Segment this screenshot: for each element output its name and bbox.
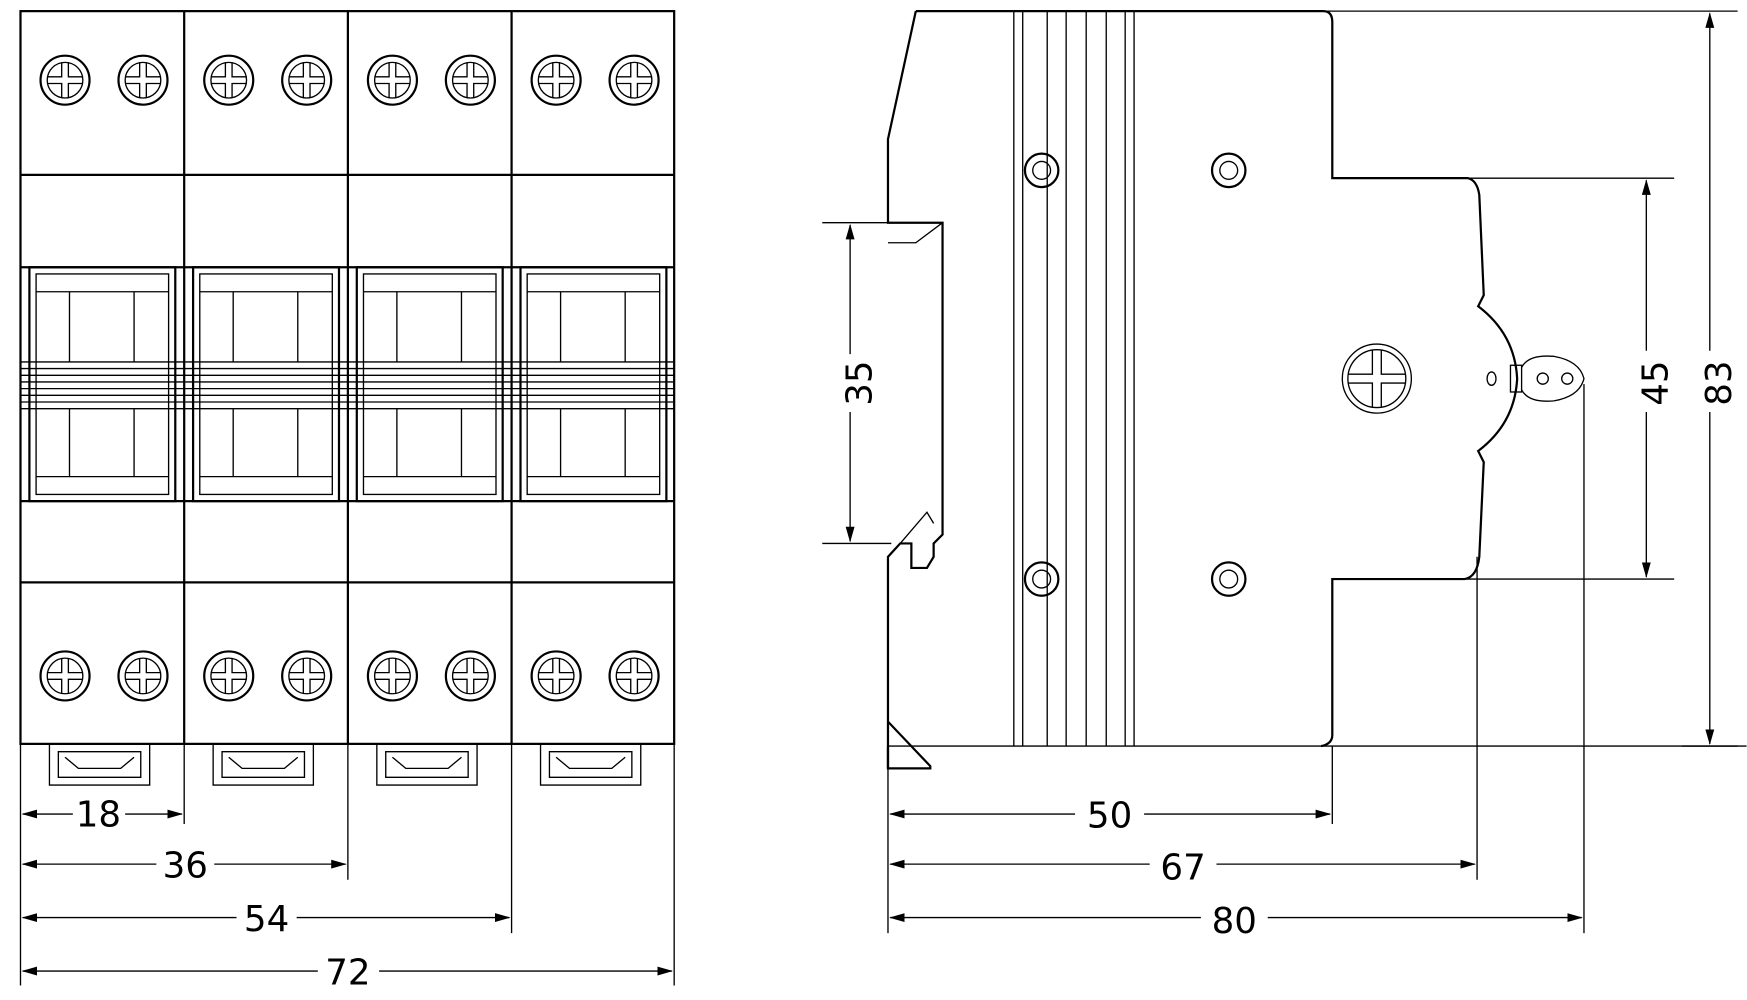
dimension-35: 35: [839, 360, 880, 405]
terminal-screw-icon: [530, 650, 582, 702]
mounting-screw-icon: [1210, 152, 1247, 189]
din-clip: [539, 743, 642, 786]
switch-window: [28, 266, 177, 503]
terminal-screw-icon: [39, 650, 91, 702]
terminal-screw-icon: [608, 650, 660, 702]
side-dimensions: 35 45 83 50 67 80: [822, 10, 1740, 942]
dimension-18: 18: [76, 794, 121, 835]
terminal-screw-icon: [366, 650, 419, 702]
switch-detail: [36, 291, 169, 478]
din-clip: [48, 743, 151, 786]
dimension-36: 36: [163, 846, 208, 887]
switch-detail: [363, 291, 496, 478]
terminal-screw-icon: [1341, 343, 1413, 414]
switch-detail: [199, 291, 333, 478]
switch-window: [191, 266, 341, 503]
mounting-screw-icon: [1023, 561, 1060, 597]
terminal-screw-icon: [203, 650, 255, 702]
front-dimensions: 18 36 54 72: [19, 743, 675, 993]
terminal-screw-icon: [203, 54, 255, 106]
dimension-67: 67: [1160, 848, 1205, 889]
switch-window-inner: [35, 273, 170, 496]
terminal-screw-icon: [608, 54, 660, 106]
front-view: [19, 10, 676, 786]
terminal-screw-icon: [281, 650, 333, 702]
din-clip: [212, 743, 315, 786]
terminal-screw-icon: [366, 54, 419, 106]
switch-window-inner: [362, 273, 497, 496]
switch-window: [519, 266, 668, 503]
dimension-80: 80: [1212, 901, 1257, 942]
switch-window-inner: [199, 273, 333, 496]
switch-detail: [527, 291, 660, 478]
dimension-50: 50: [1087, 795, 1132, 836]
switch-window-inner: [526, 273, 661, 496]
mounting-screw-icon: [1023, 152, 1060, 189]
padlock-handle-icon: [1486, 355, 1585, 402]
terminal-screw-icon: [281, 54, 333, 106]
dimension-83: 83: [1699, 360, 1740, 405]
terminal-screw-icon: [444, 650, 496, 702]
din-clip: [376, 743, 478, 786]
dimension-45: 45: [1635, 360, 1676, 405]
switch-window: [355, 266, 504, 503]
terminal-screw-icon: [117, 650, 169, 702]
terminal-screw-icon: [444, 54, 496, 106]
terminal-screw-icon: [39, 54, 91, 106]
terminal-screw-icon: [117, 54, 169, 106]
dimension-54: 54: [244, 899, 289, 940]
mounting-screw-icon: [1210, 561, 1247, 597]
terminal-screw-icon: [530, 54, 582, 106]
dimension-72: 72: [325, 952, 370, 993]
side-view: [886, 10, 1747, 770]
